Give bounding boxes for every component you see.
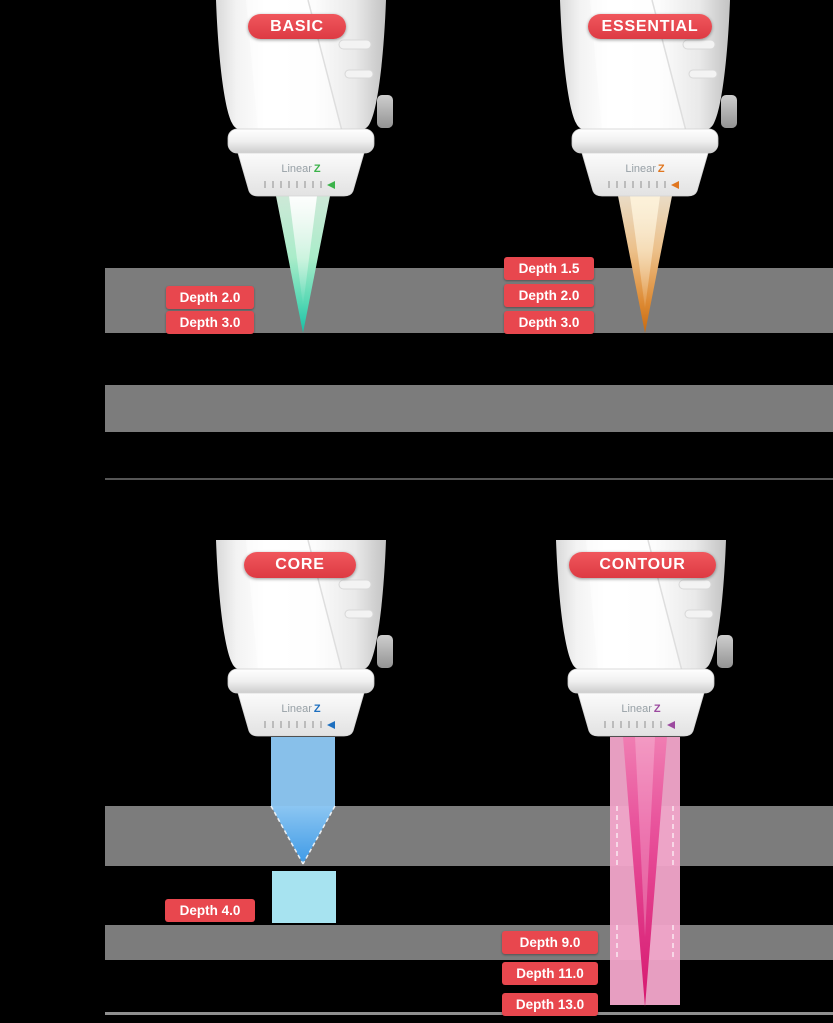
depth-ruler-ticks xyxy=(264,721,322,728)
vent-slot-icon xyxy=(684,609,714,619)
depth-ruler-ticks xyxy=(608,181,666,188)
depth-badge: Depth 1.5 xyxy=(504,257,594,280)
depth-ruler-ticks xyxy=(264,181,322,188)
bottom-depth-line xyxy=(105,1012,833,1015)
vent-slot-icon xyxy=(678,579,712,590)
side-button-icon xyxy=(377,635,393,668)
vent-slot-icon xyxy=(338,39,372,50)
depth-badge: Depth 2.0 xyxy=(166,286,254,309)
ruler-pointer-icon xyxy=(327,721,335,729)
vent-slot-icon xyxy=(344,609,374,619)
vent-slot-icon xyxy=(682,39,716,50)
depth-labels-basic: Depth 2.0 Depth 3.0 xyxy=(166,286,254,334)
beam-basic xyxy=(276,196,330,333)
depth-labels-core: Depth 4.0 xyxy=(165,899,255,922)
depth-ruler-ticks xyxy=(604,721,662,728)
ruler-pointer-icon xyxy=(667,721,675,729)
label-core: CORE xyxy=(244,552,356,578)
label-contour: CONTOUR xyxy=(569,552,716,578)
ruler-pointer-icon xyxy=(327,181,335,189)
beam-essential xyxy=(618,196,672,333)
section-divider-line xyxy=(105,478,833,480)
depth-badge: Depth 3.0 xyxy=(166,311,254,334)
depth-badge: Depth 13.0 xyxy=(502,993,598,1016)
side-button-icon xyxy=(721,95,737,128)
ruler-pointer-icon xyxy=(671,181,679,189)
depth-badge: Depth 2.0 xyxy=(504,284,594,307)
depth-badge: Depth 3.0 xyxy=(504,311,594,334)
side-button-icon xyxy=(377,95,393,128)
depth-badge: Depth 9.0 xyxy=(502,931,598,954)
beam-core xyxy=(270,737,336,923)
tissue-band-deep xyxy=(105,925,833,960)
vent-slot-icon xyxy=(688,69,718,79)
label-basic: BASIC xyxy=(248,14,346,39)
label-essential: ESSENTIAL xyxy=(588,14,712,39)
tissue-band-smas xyxy=(105,806,833,866)
beam-focus-guides xyxy=(616,806,674,960)
depth-badge: Depth 4.0 xyxy=(165,899,255,922)
depth-badge: Depth 11.0 xyxy=(502,962,598,985)
vent-slot-icon xyxy=(338,579,372,590)
side-button-icon xyxy=(717,635,733,668)
depth-labels-contour: Depth 9.0 Depth 11.0 Depth 13.0 xyxy=(502,931,598,1016)
tissue-band-header xyxy=(105,385,833,432)
beam-contour xyxy=(610,737,680,1007)
depth-labels-essential: Depth 1.5 Depth 2.0 Depth 3.0 xyxy=(504,257,594,334)
vent-slot-icon xyxy=(344,69,374,79)
